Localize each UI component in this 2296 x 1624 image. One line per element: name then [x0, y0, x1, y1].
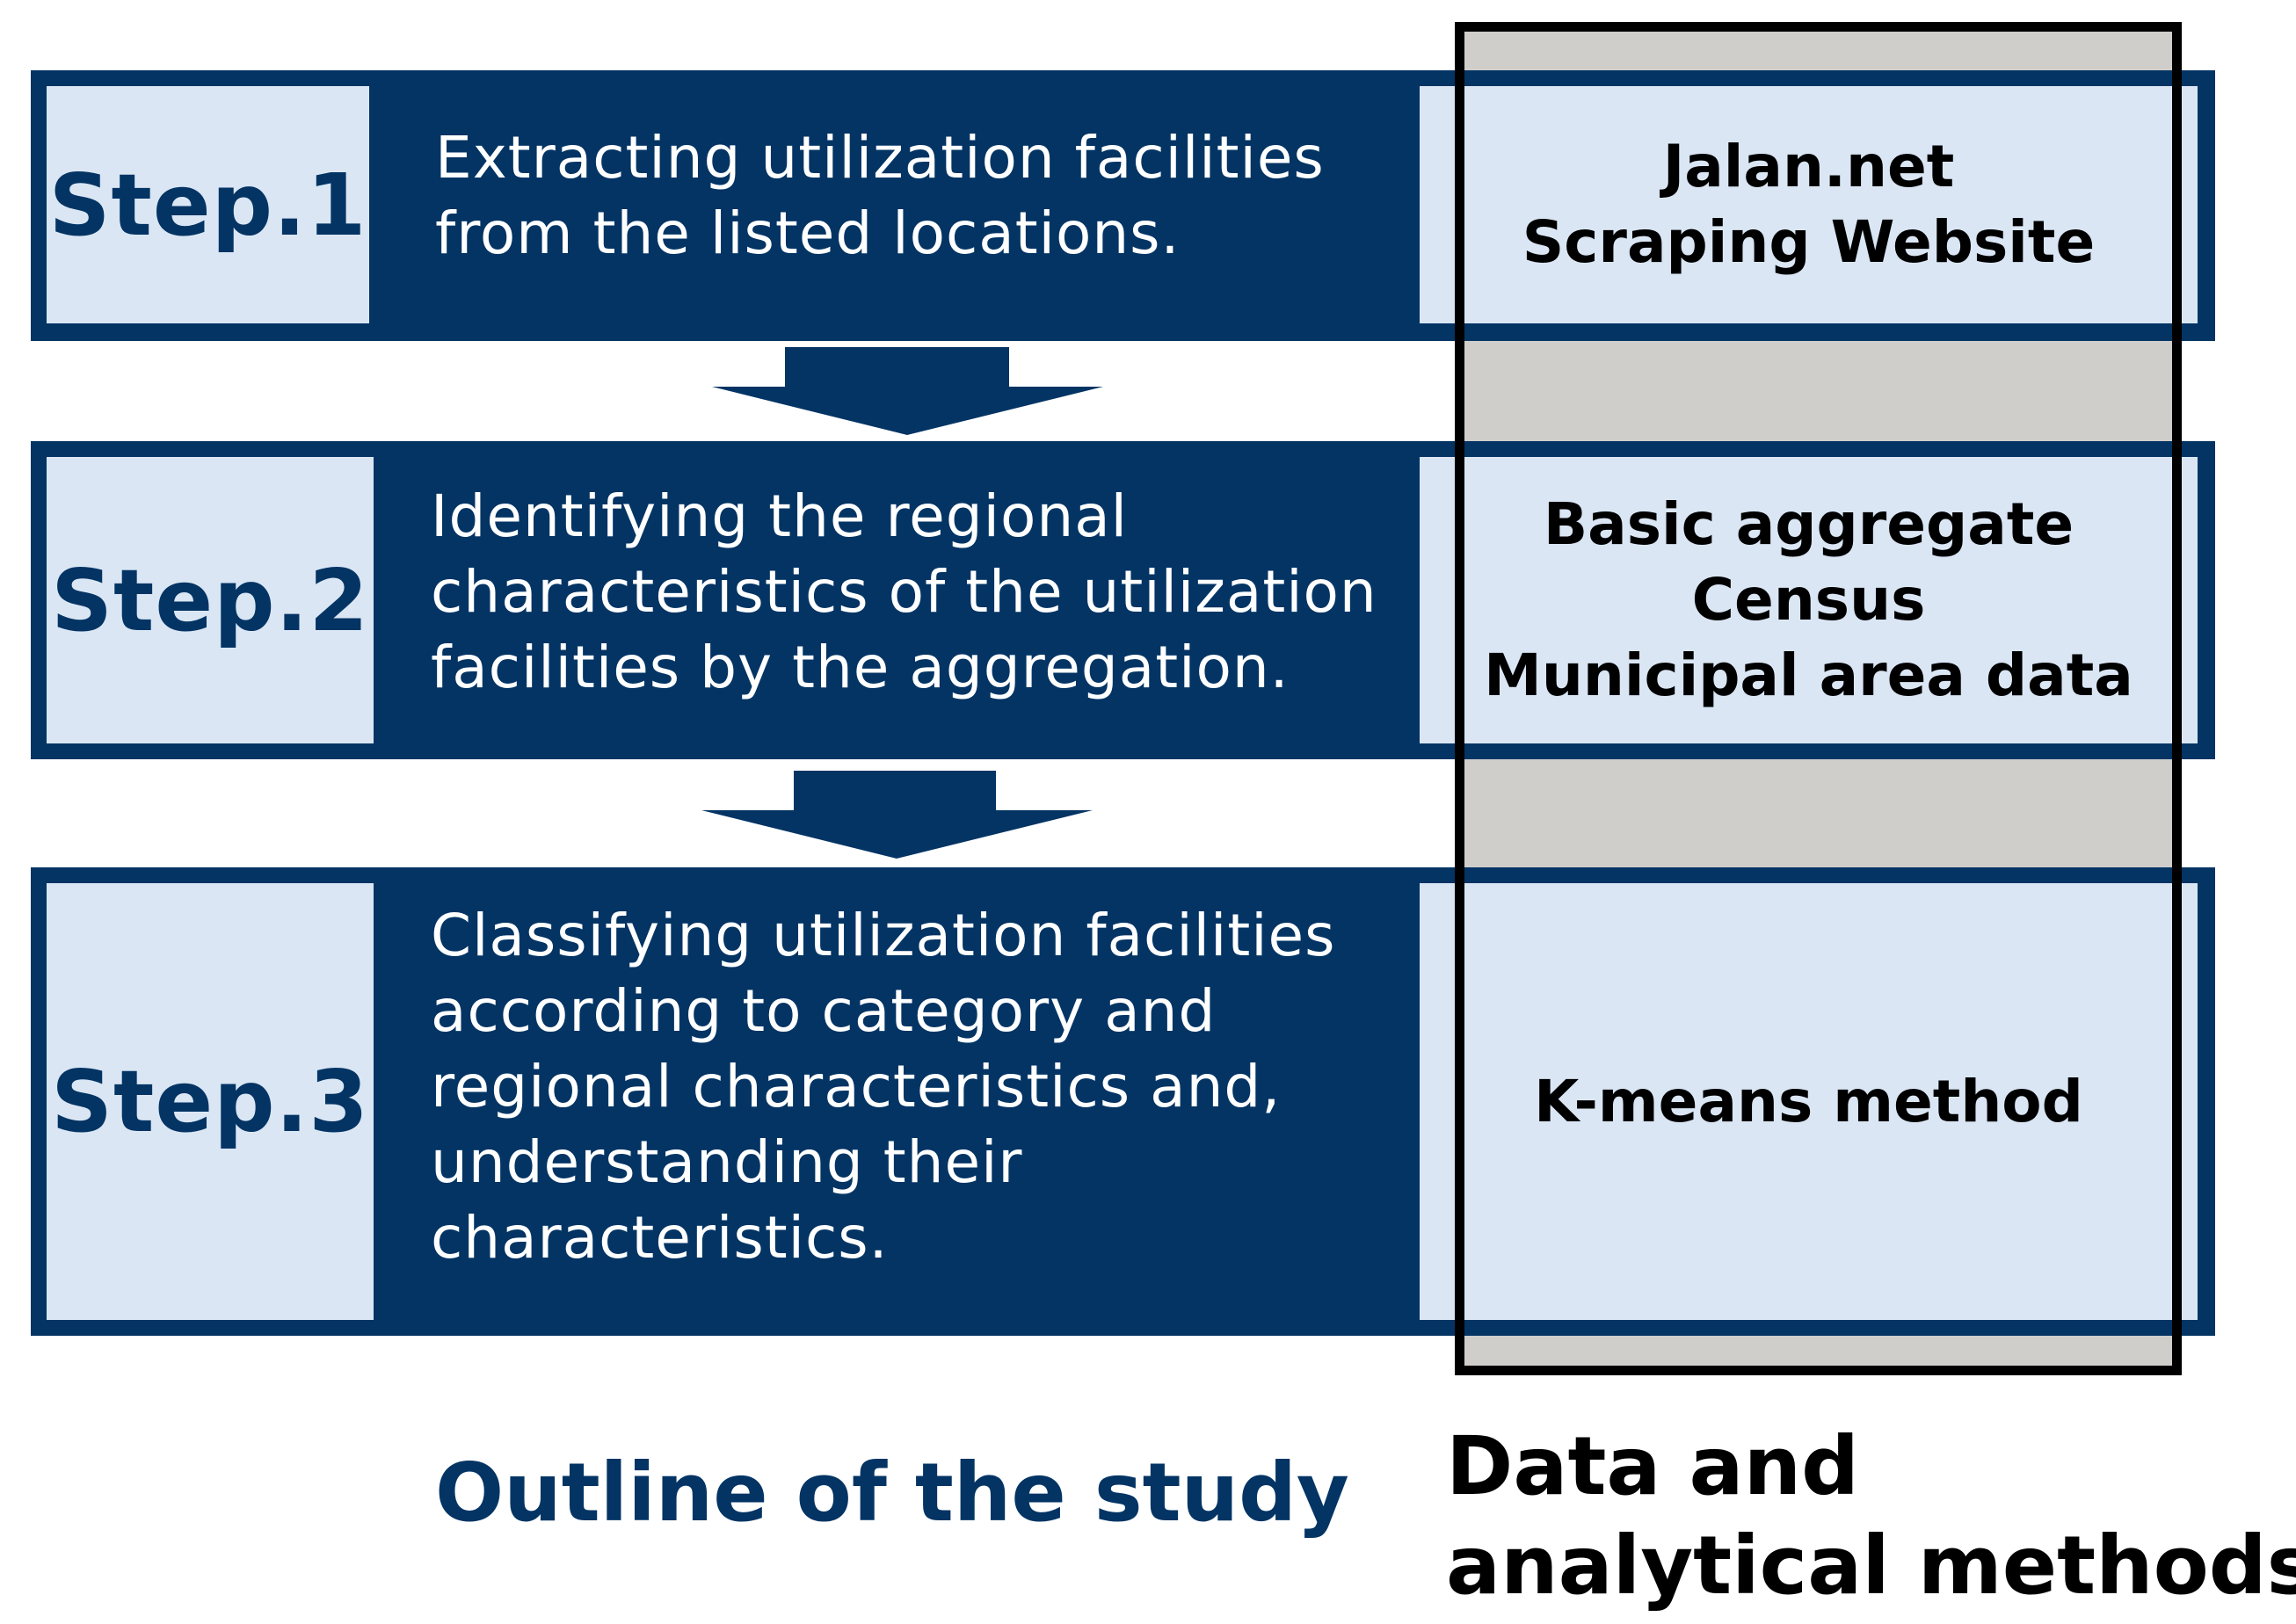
step-2-data-line: Basic aggregate	[1543, 490, 2074, 558]
step-1-data-box: Jalan.net Scraping Website	[1420, 86, 2198, 323]
down-arrow-icon	[701, 771, 1093, 859]
step-3-description-line: characteristics.	[431, 1204, 889, 1272]
step-2-data-box: Basic aggregate Census Municipal area da…	[1420, 457, 2198, 743]
step-3-description-line: Classifying utilization facilities	[431, 902, 1336, 969]
step-3-description-line: understanding their	[431, 1128, 1023, 1196]
step-2-description-line: Identifying the regional	[431, 482, 1128, 550]
step-2-label: Step.2	[51, 550, 369, 650]
step-3-label-box: Step.3	[47, 883, 374, 1320]
step-1-data-line: Jalan.net	[1662, 133, 1955, 200]
step-3-description-line: according to category and	[431, 977, 1217, 1045]
step-1-description: Extracting utilization facilities from t…	[435, 120, 1325, 272]
down-arrow-2	[701, 771, 1093, 859]
step-1-description-line: from the listed locations.	[435, 199, 1181, 267]
outline-caption: Outline of the study	[435, 1446, 1349, 1540]
step-3-label: Step.3	[51, 1052, 369, 1151]
down-arrow-icon	[712, 347, 1103, 435]
step-1-row: Step.1 Extracting utilization facilities…	[31, 70, 2215, 341]
step-3-description: Classifying utilization facilities accor…	[431, 898, 1336, 1276]
data-methods-caption-line: Data and	[1446, 1419, 1859, 1513]
step-2-label-box: Step.2	[47, 457, 374, 743]
step-1-description-line: Extracting utilization facilities	[435, 124, 1325, 192]
step-2-data-line: Census	[1691, 566, 1926, 634]
step-3-row: Step.3 Classifying utilization facilitie…	[31, 867, 2215, 1336]
step-2-description-line: characteristics of the utilization	[431, 558, 1377, 626]
step-1-label: Step.1	[48, 155, 367, 255]
step-2-description-line: facilities by the aggregation.	[431, 634, 1290, 701]
data-methods-caption-line: analytical methods	[1446, 1519, 2296, 1613]
step-1-label-box: Step.1	[47, 86, 369, 323]
step-2-row: Step.2 Identifying the regional characte…	[31, 441, 2215, 759]
down-arrow-1	[712, 347, 1103, 435]
step-3-description-line: regional characteristics and,	[431, 1053, 1282, 1120]
step-3-data-line: K-means method	[1534, 1067, 2083, 1135]
step-2-description: Identifying the regional characteristics…	[431, 479, 1377, 706]
step-3-data-box: K-means method	[1420, 883, 2198, 1320]
step-1-data-line: Scraping Website	[1522, 208, 2096, 276]
data-methods-caption: Data and analytical methods	[1446, 1417, 2296, 1615]
step-2-data-line: Municipal area data	[1484, 642, 2133, 709]
